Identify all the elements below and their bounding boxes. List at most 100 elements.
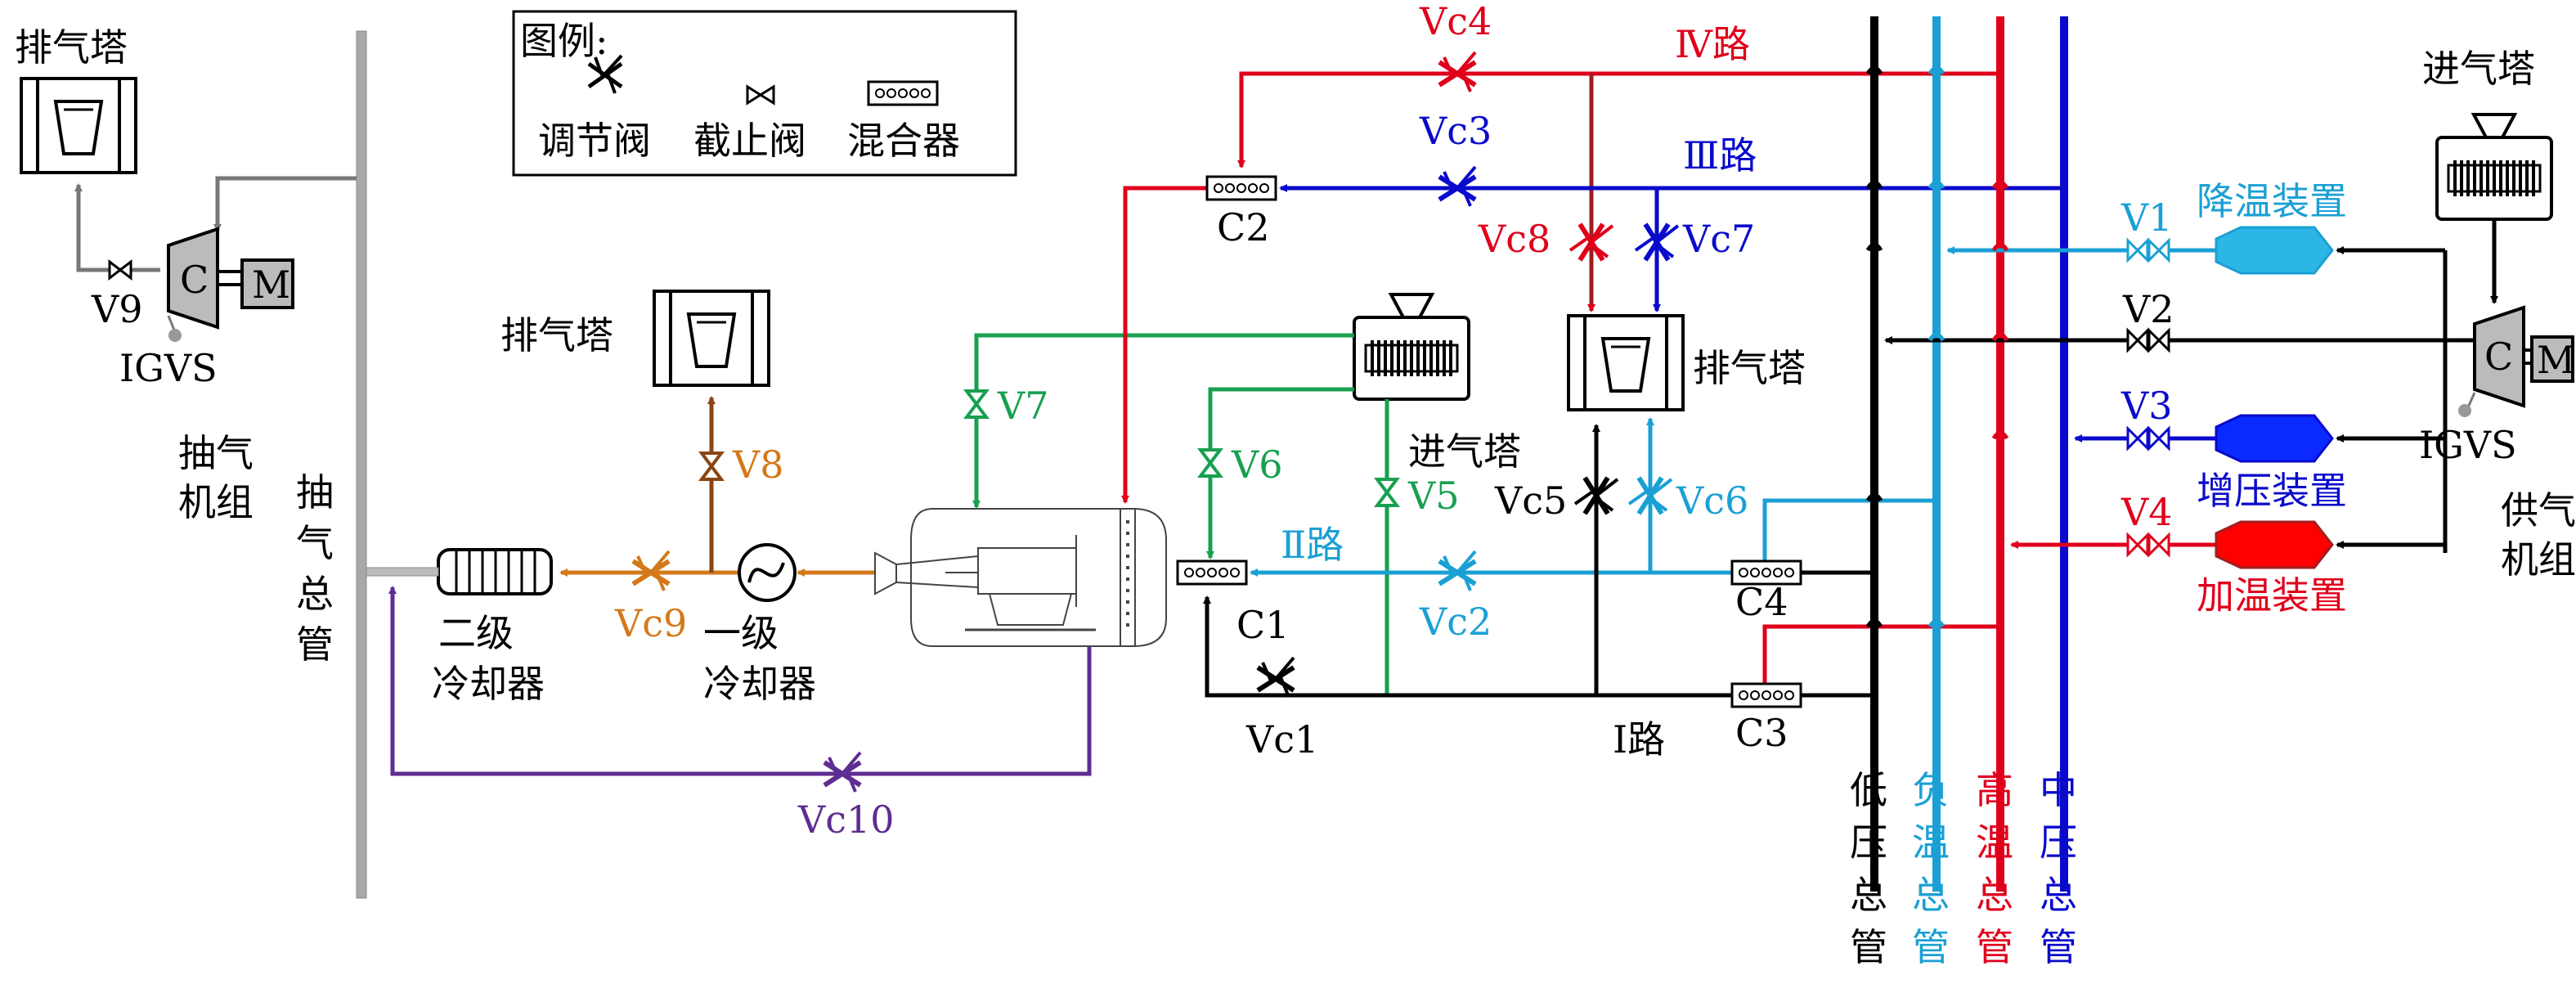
header-mid-char4: 管 (2040, 925, 2077, 969)
header-neg-char3: 总 (1912, 873, 1950, 917)
v9-stop-valve-icon[interactable] (108, 258, 132, 281)
v5-stop-valve-icon[interactable] (1374, 478, 1400, 507)
c3-label: C3 (1735, 711, 1788, 755)
engine-core-icon (977, 547, 1077, 595)
route-ii-label: Ⅱ路 (1281, 523, 1344, 567)
cool-device-label: 降温装置 (2197, 179, 2347, 223)
v3-stop-valve-icon[interactable] (2126, 425, 2149, 452)
motor-right-icon (2530, 335, 2574, 383)
cool-device-icon (2215, 226, 2334, 275)
vc2-regulating-valve-icon[interactable] (1438, 550, 1477, 591)
supply-unit-label-line2: 机组 (2501, 537, 2576, 582)
c2-label: C2 (1217, 205, 1269, 249)
igvs-left-label: IGVS (119, 346, 218, 390)
v6-label: V6 (1231, 443, 1283, 487)
extraction-header-char1: 抽 (296, 470, 334, 514)
supply-unit: 进气塔 C M IGVS 供气 机组 降温装置 V1 V2 (1884, 47, 2576, 618)
v7-stop-valve-icon[interactable] (963, 389, 990, 419)
v2-label: V2 (2122, 287, 2174, 331)
exhaust-tower-mid-icon (653, 290, 770, 387)
legend: 图例: 调节阀 截止阀 混合器 (512, 10, 1017, 177)
vc1-label: Vc1 (1245, 717, 1318, 762)
extraction-header-char2: 气 (296, 521, 334, 565)
route-i-line: Ⅰ路 Vc1 Vc5 (1203, 424, 2000, 762)
route-iii-label: Ⅲ路 (1683, 133, 1757, 177)
extraction-unit-label-line1: 抽气 (178, 431, 254, 475)
extraction-main-header: 抽 气 总 管 (296, 30, 367, 899)
cooler1-label-line1: 一级 (703, 611, 779, 655)
vc6-label: Vc6 (1676, 479, 1748, 523)
header-low-char2: 压 (1850, 820, 1887, 865)
vc5-regulating-valve-icon[interactable] (1573, 476, 1619, 515)
vc4-label: Vc4 (1419, 0, 1492, 43)
c1-label: C1 (1236, 603, 1289, 647)
vc4-regulating-valve-icon[interactable] (1438, 51, 1477, 92)
intake-tower-right-label: 进气塔 (2422, 47, 2535, 91)
header-high-char1: 高 (1976, 768, 2013, 812)
vc8-regulating-valve-icon[interactable] (1568, 222, 1614, 262)
route-iii-line: Ⅲ路 Vc3 Vc7 (1279, 109, 2064, 312)
c2-mixer-icon (1205, 175, 1277, 201)
vc3-label: Vc3 (1419, 109, 1492, 153)
header-low-char3: 总 (1850, 873, 1887, 917)
v5-label: V5 (1407, 474, 1460, 518)
route-i-label: Ⅰ路 (1613, 717, 1665, 762)
v9-label: V9 (91, 287, 143, 331)
cooler2-label-line2: 冷却器 (432, 662, 545, 706)
header-mid-char1: 中 (2040, 768, 2077, 812)
route-ii-line: Ⅱ路 Vc2 Vc6 (1250, 417, 1936, 644)
header-high-char3: 总 (1976, 873, 2013, 917)
vc6-regulating-valve-icon[interactable] (1627, 476, 1673, 515)
cooler2-label-line1: 二级 (438, 611, 514, 655)
v7-label: V7 (997, 384, 1049, 428)
compressor-right-icon (2473, 305, 2525, 408)
exhaust-tower-icon (20, 77, 137, 174)
c1-mixer-icon (1176, 559, 1248, 586)
compressor-left-icon (167, 227, 219, 330)
supply-unit-label-line1: 供气 (2501, 488, 2576, 532)
test-cell (874, 508, 1167, 647)
header-low-char4: 管 (1850, 925, 1887, 969)
exhaust-tower-right-icon (1567, 314, 1685, 411)
v6-stop-valve-icon[interactable] (1197, 448, 1223, 478)
vc3-regulating-valve-icon[interactable] (1438, 165, 1477, 207)
intake-tower-mid-label: 进气塔 (1408, 429, 1521, 474)
header-high-char4: 管 (1976, 925, 2013, 969)
v4-label: V4 (2120, 490, 2173, 534)
heat-device-label: 加温装置 (2197, 573, 2347, 618)
header-mid-char3: 总 (2040, 873, 2077, 917)
legend-regulating-valve-label: 调节阀 (538, 119, 651, 163)
cooling-section: 二级 冷却器 一级 冷却器 Vc9 V8 排气塔 (366, 290, 891, 706)
v3-label: V3 (2120, 384, 2173, 428)
v1-stop-valve-icon[interactable] (2126, 237, 2149, 263)
intake-tower-mid-icon (1353, 293, 1470, 401)
extraction-header-char3: 总 (296, 572, 334, 616)
compressor-right-label: C (2484, 335, 2513, 379)
main-headers: 低 压 总 管 负 温 总 管 高 温 总 管 中 压 总 管 (1850, 16, 2077, 969)
vc7-label: Vc7 (1682, 217, 1755, 261)
regulating-valve-icon (587, 54, 623, 94)
header-neg-char2: 温 (1912, 820, 1950, 865)
motor-right-label: M (2537, 338, 2575, 382)
c4-label: C4 (1735, 580, 1788, 624)
vc7-regulating-valve-icon[interactable] (1634, 222, 1680, 262)
heat-device-icon (2215, 520, 2334, 569)
boost-device-label: 增压装置 (2197, 469, 2347, 513)
vc10-regulating-valve-icon[interactable] (823, 751, 862, 793)
legend-mixer-label: 混合器 (847, 119, 960, 163)
legend-title: 图例: (520, 19, 608, 63)
exhaust-tower-mid-label: 排气塔 (500, 313, 613, 357)
vc1-regulating-valve-icon[interactable] (1256, 656, 1295, 698)
exhaust-tower-right-label: 排气塔 (1693, 346, 1806, 390)
v8-stop-valve-icon[interactable] (698, 452, 725, 481)
header-neg-char1: 负 (1912, 768, 1950, 812)
mixer-icon (867, 80, 939, 106)
compressor-left-label: C (180, 258, 209, 302)
header-neg-char4: 管 (1912, 925, 1950, 969)
v4-stop-valve-icon[interactable] (2126, 532, 2149, 558)
intake-tower-right-icon (2435, 113, 2553, 221)
v1-label: V1 (2120, 195, 2173, 240)
cooler1-label-line2: 冷却器 (703, 662, 816, 706)
vc9-regulating-valve-icon[interactable] (631, 550, 671, 591)
v2-stop-valve-icon[interactable] (2126, 327, 2149, 353)
